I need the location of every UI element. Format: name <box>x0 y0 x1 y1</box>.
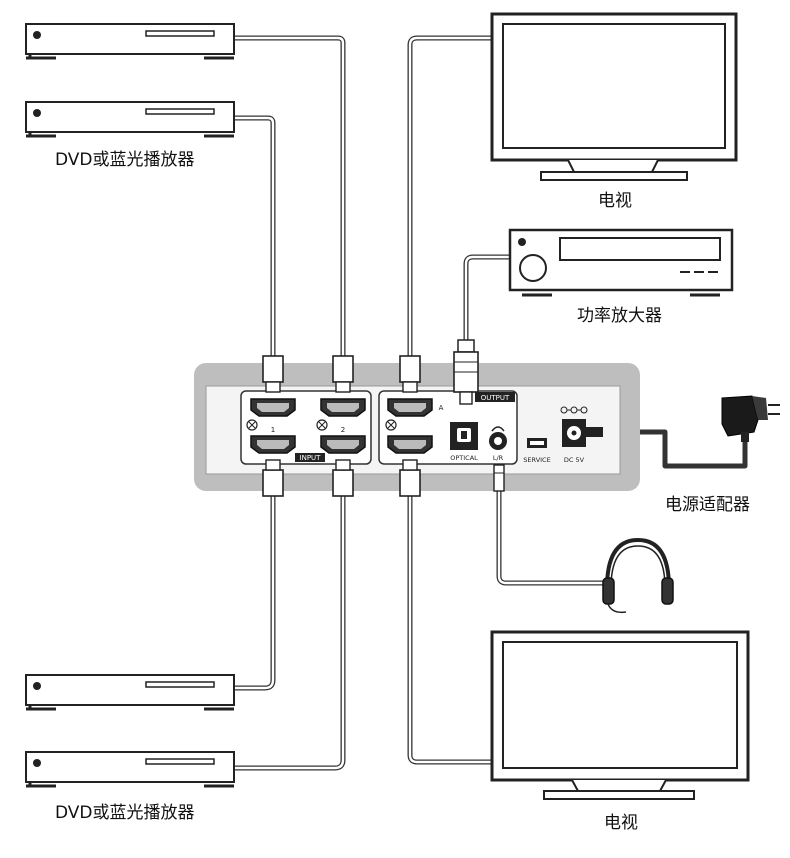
dvd-top-label: DVD或蓝光播放器 <box>55 150 195 170</box>
hdmi-plug-in2-top <box>332 355 354 393</box>
cable-headphone <box>496 488 606 586</box>
cable-in1-dvd3 <box>234 490 276 691</box>
port-2-label: 2 <box>341 426 345 434</box>
power-adapter <box>721 395 780 442</box>
tv-bottom <box>490 630 750 800</box>
lr-label: L/R <box>493 454 504 462</box>
tv-top-label: 电视 <box>598 191 632 211</box>
hdmi-plug-in2-bottom <box>332 459 354 497</box>
dvd-bottom-label: DVD或蓝光播放器 <box>55 803 195 823</box>
cable-in2-dvd4 <box>234 490 346 771</box>
cable-outa-tv1 <box>407 35 493 360</box>
service-label: SERVICE <box>523 456 550 464</box>
hdmi-plug-outb <box>399 459 421 497</box>
tv-bottom-label: 电视 <box>604 813 638 833</box>
cable-outb-tv2 <box>407 490 493 765</box>
input-label: INPUT <box>300 454 322 462</box>
hdmi-plug-outa <box>399 355 421 393</box>
amplifier <box>508 228 734 297</box>
hdmi-plug-in1-bottom <box>262 459 284 497</box>
dvd-player-2 <box>24 100 236 138</box>
tv-top <box>490 12 738 181</box>
optical-plug <box>453 339 479 405</box>
output-label: OUTPUT <box>481 394 510 402</box>
port-a-label: A <box>439 404 444 412</box>
dvd-player-3 <box>24 673 236 711</box>
cable-optical-amp <box>463 254 512 345</box>
cable-dvd2-in1 <box>234 115 276 360</box>
power-adapter-label: 电源适配器 <box>665 495 750 515</box>
headphones <box>602 537 674 614</box>
amplifier-label: 功率放大器 <box>577 306 662 326</box>
dc-label: DC 5V <box>564 456 585 464</box>
headphone-plug <box>493 464 505 492</box>
cable-dvd1-in2 <box>234 35 346 360</box>
dc-plug <box>585 427 603 437</box>
hdmi-plug-in1-top <box>262 355 284 393</box>
port-1-label: 1 <box>271 426 275 434</box>
dvd-player-1 <box>24 22 236 60</box>
optical-label: OPTICAL <box>450 454 478 462</box>
dvd-player-4 <box>24 750 236 788</box>
